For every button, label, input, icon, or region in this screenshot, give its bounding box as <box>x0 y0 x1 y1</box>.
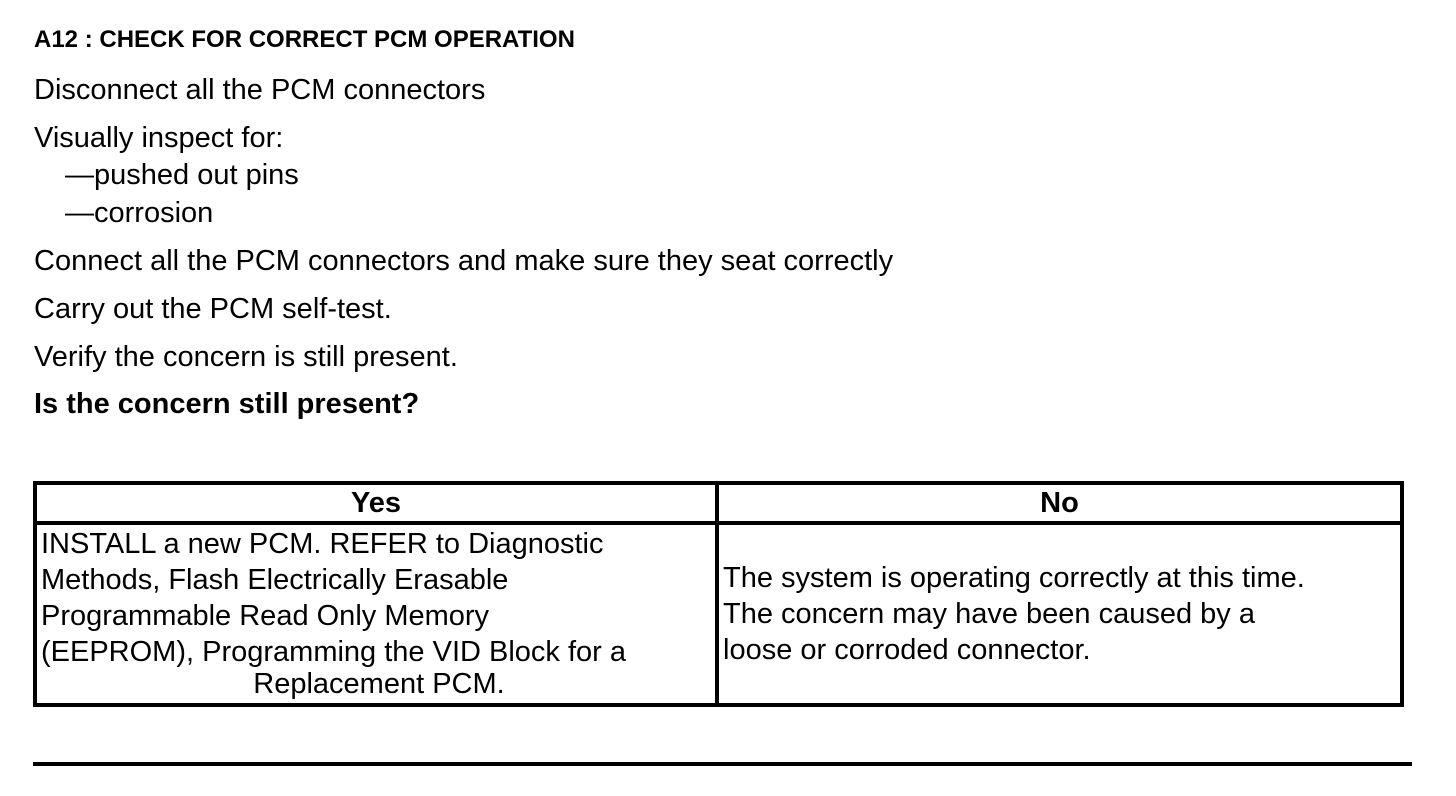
yes-line: Methods, Flash Electrically Erasable <box>41 564 509 596</box>
step-inspect: Visually inspect for: <box>34 122 284 154</box>
step-connect: Connect all the PCM connectors and make … <box>34 245 894 277</box>
decision-table-header-row: Yes No <box>33 481 1404 525</box>
decision-question: Is the concern still present? <box>34 388 420 420</box>
bottom-divider <box>33 762 1412 766</box>
step-selftest: Carry out the PCM self-test. <box>34 293 392 325</box>
yes-line: Programmable Read Only Memory <box>41 600 490 632</box>
yes-column-header: Yes <box>33 481 719 525</box>
no-action-cell: The system is operating correctly at thi… <box>715 521 1404 707</box>
no-line: The concern may have been caused by a <box>723 598 1255 630</box>
yes-line: INSTALL a new PCM. REFER to Diagnostic <box>41 528 604 560</box>
yes-line: (EEPROM), Programming the VID Block for … <box>41 636 626 668</box>
inspect-item-pushed-out-pins: —pushed out pins <box>65 159 299 191</box>
step-verify: Verify the concern is still present. <box>34 341 458 373</box>
decision-table-row: INSTALL a new PCM. REFER to Diagnostic M… <box>33 521 1404 707</box>
no-line: The system is operating correctly at thi… <box>723 562 1305 594</box>
no-column-header: No <box>715 481 1404 525</box>
no-line: loose or corroded connector. <box>723 634 1091 666</box>
step-disconnect: Disconnect all the PCM connectors <box>34 74 486 106</box>
decision-table: Yes No INSTALL a new PCM. REFER to Diagn… <box>33 481 1404 707</box>
yes-action-cell: INSTALL a new PCM. REFER to Diagnostic M… <box>33 521 719 707</box>
yes-action-text: INSTALL a new PCM. REFER to Diagnostic M… <box>41 526 717 702</box>
section-heading: A12 : CHECK FOR CORRECT PCM OPERATION <box>34 26 575 53</box>
yes-line: Replacement PCM. <box>253 668 505 700</box>
inspect-item-corrosion: —corrosion <box>65 197 214 229</box>
